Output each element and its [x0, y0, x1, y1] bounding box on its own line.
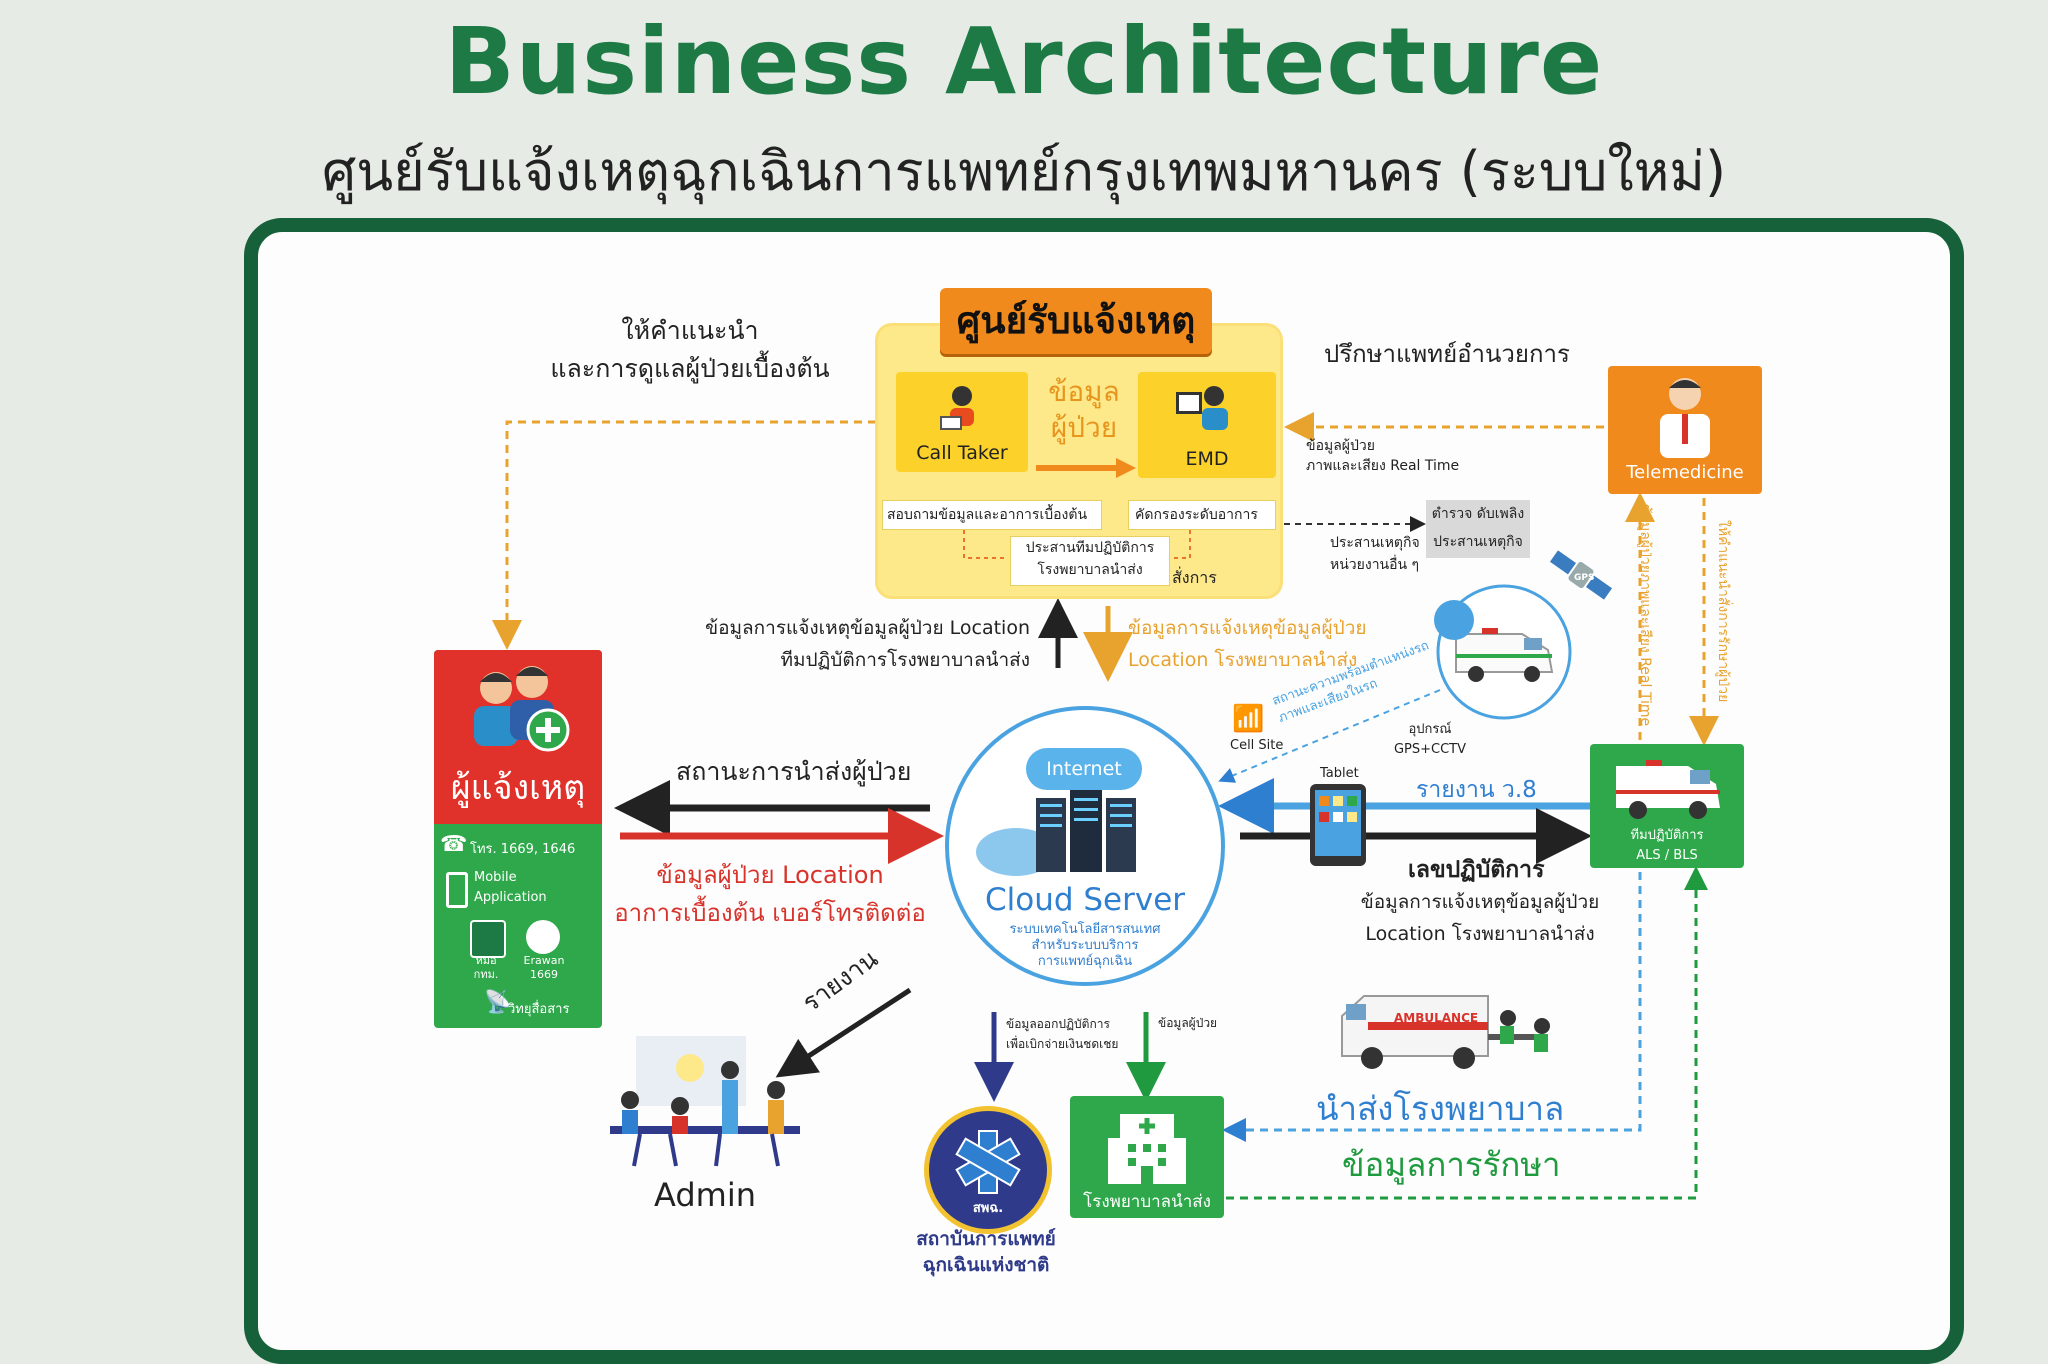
reporter-header: ผู้แจ้งเหตุ [434, 650, 602, 824]
reporter-title: ผู้แจ้งเหตุ [450, 768, 586, 808]
ambulance-stretcher-icon: AMBULANCE [1338, 990, 1558, 1072]
report-v8-label: รายงาน ว.8 [1416, 777, 1537, 803]
up-info-label: ข้อมูลการแจ้งเหตุข้อมูลผู้ป่วย Location … [705, 617, 1030, 671]
tablet-icon [1310, 784, 1366, 866]
app1-label: หมอ กทม. [473, 954, 499, 981]
reporter-info-label: ข้อมูลผู้ป่วย Location อาการเบื้องต้น เบ… [614, 861, 926, 927]
gps-label: GPS [1574, 573, 1594, 583]
server-icon [976, 790, 1166, 880]
internet-label: Internet [1046, 758, 1122, 780]
mobile-icon [446, 872, 468, 908]
call-taker-label: Call Taker [916, 442, 1008, 464]
hospital-label: โรงพยาบาลนำส่ง [1083, 1192, 1211, 1212]
ambulance-icon [1612, 752, 1724, 822]
emd-box: EMD [1138, 372, 1276, 478]
gps-satellite-icon: GPS [1546, 540, 1616, 610]
camera-icon [1434, 600, 1474, 640]
treatment-data-label: ข้อมูลการรักษา [1342, 1145, 1561, 1184]
patient-data-label: ข้อมูล ผู้ป่วย [1048, 375, 1120, 444]
niems-label: สถาบันการแพทย์ ฉุกเฉินแห่งชาติ [916, 1228, 1056, 1276]
star-of-life-icon [955, 1129, 1021, 1195]
headset-person-icon [1174, 382, 1234, 438]
down-info-label: ข้อมูลการแจ้งเหตุข้อมูลผู้ป่วย Location … [1128, 617, 1367, 671]
equipment-label: อุปกรณ์ GPS+CCTV [1393, 722, 1467, 757]
op-info-label: ข้อมูลการแจ้งเหตุข้อมูลผู้ป่วย Location … [1360, 891, 1600, 945]
mobile-label: Mobile Application [474, 870, 547, 905]
phone-icon: ☎ [440, 832, 468, 857]
treatment-connector [1226, 866, 1708, 1200]
consult-label: ปรึกษาแพทย์อำนวยการ [1324, 340, 1570, 368]
people-plus-icon [462, 660, 572, 752]
cloud-server-title: Cloud Server [984, 882, 1186, 918]
dispatch-center-title: ศูนย์รับแจ้งเหตุ [940, 288, 1212, 354]
page-subtitle: ศูนย์รับแจ้งเหตุฉุกเฉินการแพทย์กรุงเทพมห… [321, 140, 1727, 203]
vertical-right-label: ให้คำแนะนำสั่งการรักษาผู้ป่วย [1715, 520, 1731, 703]
erawan-app-icon [526, 920, 560, 954]
telemedicine-box: Telemedicine [1608, 366, 1762, 494]
cell-tower-icon: 📶 [1232, 704, 1265, 734]
cell-site-label: Cell Site [1230, 738, 1284, 753]
coordinate-team-box: ประสานทีมปฏิบัติการ โรงพยาบาลนำส่ง [1010, 536, 1170, 586]
telemedicine-label: Telemedicine [1626, 462, 1744, 483]
tele-data-label: ข้อมูลผู้ป่วย ภาพและเสียง Real Time [1306, 438, 1460, 474]
radio-label: วิทยุสื่อสาร [508, 1002, 570, 1017]
hospital-building-icon [1106, 1104, 1188, 1184]
admin-team-icon [600, 1030, 810, 1170]
op-number-label: เลขปฏิบัติการ [1408, 857, 1545, 883]
transport-hospital-label: นำส่งโรงพยาบาล [1316, 1089, 1565, 1128]
niems-logo: สพฉ. [924, 1106, 1052, 1234]
admin-label: Admin [654, 1176, 756, 1214]
tablet-label: Tablet [1320, 766, 1359, 781]
headset-person-icon [936, 382, 988, 434]
screening-box: คัดกรองระดับอาการ [1128, 500, 1276, 530]
command-label: สั่งการ [1172, 568, 1217, 587]
inquire-box: สอบถามข้อมูลและอาการเบื้องต้น [882, 500, 1102, 530]
cloud-server-desc: ระบบเทคโนโลยีสารสนเทศ สำหรับระบบบริการ ก… [1009, 922, 1161, 969]
internet-cloud-icon [1026, 748, 1142, 790]
doctor-icon [1654, 374, 1716, 458]
disburse-label: ข้อมูลออกปฏิบัติการ เพื่อเบิกจ่ายเงินชดเ… [1006, 1017, 1119, 1051]
report-arrow [775, 987, 912, 1078]
patient-data-small-label: ข้อมูลผู้ป่วย [1158, 1016, 1218, 1030]
agencies-box: ตำรวจ ดับเพลิง ประสานเหตุกิจ [1426, 500, 1530, 558]
ambulance-icon [1452, 620, 1556, 684]
moh-app-icon [470, 920, 506, 958]
transport-status-label: สถานะการนำส่งผู้ป่วย [676, 757, 912, 786]
advice-label: ให้คำแนะนำ และการดูแลผู้ป่วยเบื้องต้น [550, 316, 830, 383]
app2-label: Erawan 1669 [523, 954, 565, 981]
page-title: Business Architecture [444, 8, 1604, 115]
niems-logo-text: สพฉ. [972, 1201, 1004, 1216]
hospital-box: โรงพยาบาลนำส่ง [1070, 1096, 1224, 1218]
transport-connector [1222, 872, 1642, 1142]
coord-events-label: ประสานเหตุกิจ หน่วยงานอื่น ๆ [1330, 535, 1420, 573]
ems-team-label: ทีมปฏิบัติการ ALS / BLS [1630, 828, 1704, 863]
radio-icon: 📡 [484, 990, 512, 1015]
call-taker-box: Call Taker [896, 372, 1028, 472]
emd-label: EMD [1185, 448, 1229, 470]
center-dotted-lines [963, 530, 1191, 559]
ems-team-box: ทีมปฏิบัติการ ALS / BLS [1590, 744, 1744, 868]
vertical-left-label: ข้อมูลผู้ป่วยภาพและเสียง Real Time [1637, 504, 1653, 727]
emd-arrow [1036, 458, 1136, 478]
phone-label: โทร. 1669, 1646 [470, 842, 576, 857]
ambulance-text: AMBULANCE [1394, 1011, 1478, 1025]
advice-connector [492, 420, 876, 650]
